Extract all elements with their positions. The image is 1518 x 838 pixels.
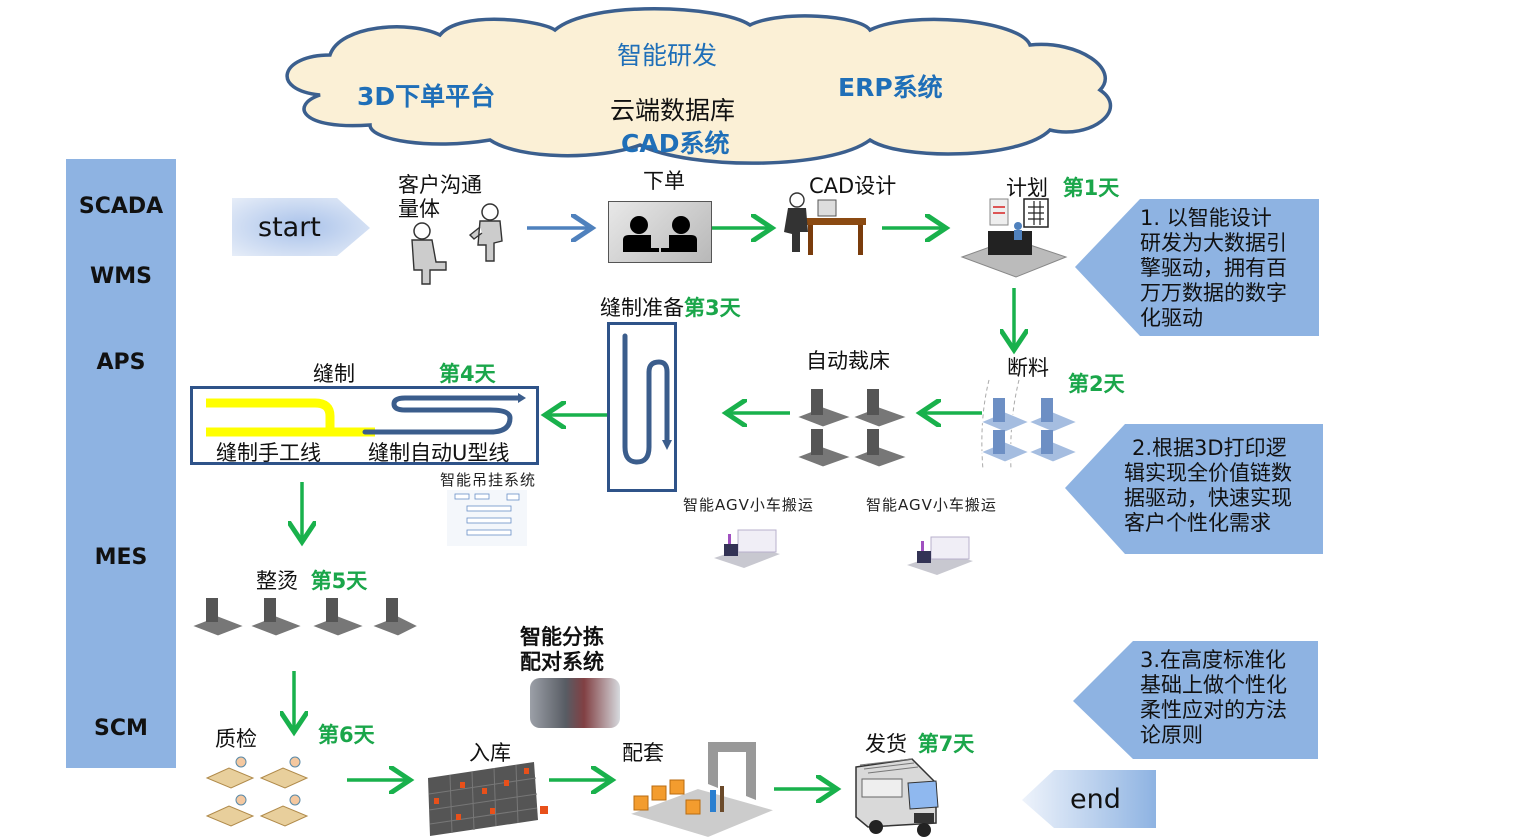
note-2-shape [1065,424,1323,554]
shipping-name: 发货 [865,732,907,756]
cutting-label: 断料 [1007,356,1049,380]
end-arrow-shape [1022,770,1156,828]
note-2: 2.根据3D打印逻 辑实现全价值链数 据驱动，快速实现 客户个性化需求 [1124,436,1292,536]
note-2-line: 辑实现全价值链数 [1124,461,1292,485]
note-3-shape [1073,641,1318,759]
plan-day-badge: 第1天 [1062,176,1120,200]
sew-prep-day-badge: 第3天 [684,296,741,320]
qc-inspectors-icon [205,756,309,827]
ironing-day-badge: 第5天 [310,569,368,593]
sew-prep-box [607,322,677,492]
agv-label-1: 智能AGV小车搬运 [683,496,814,514]
hanging-system-diagram-icon [447,490,527,546]
sorting-system-photo [530,678,620,728]
ironing-label: 整烫 第5天 [256,565,367,595]
system-scm: SCM [94,716,148,741]
note-1: 1. 以智能设计 研发为大数据引 擎驱动，拥有百 万万数据的数字 化驱动 [1140,206,1287,331]
planning-station-icon [960,198,1068,278]
plan-label: 计划 第1天 [1006,172,1119,202]
note-1-line: 1. 以智能设计 [1140,206,1272,230]
shipping-label: 发货 第7天 [865,728,974,758]
customer-person-icon [411,222,447,285]
note-1-line: 研发为大数据引 [1140,231,1287,255]
system-aps: APS [96,350,146,375]
note-3-line: 柔性应对的方法 [1140,698,1287,722]
note-3-line: 基础上做个性化 [1140,673,1287,697]
note-1-line: 万万数据的数字 [1140,281,1287,305]
note-2-line: 客户个性化需求 [1124,511,1271,535]
note-2-line: 2.根据3D打印逻 [1132,436,1287,460]
auto-cutting-machines-icon [795,389,909,468]
cloud-item-cad: CAD系统 [621,129,730,158]
system-wms: WMS [89,264,152,289]
customer-person2-icon [468,203,503,262]
sew-prep-label: 缝制准备第3天 [600,292,741,322]
warehouse-label: 入库 [469,741,511,765]
delivery-truck-icon [855,758,939,837]
manual-line-label: 缝制手工线 [216,441,321,465]
system-scada: SCADA [78,194,164,219]
sewing-label: 缝制 [313,362,355,386]
cad-designer-icon [784,192,866,255]
cloud-shape [285,7,1113,165]
kitting-area-icon [624,742,780,838]
hanging-system-label: 智能吊挂系统 [440,471,537,489]
end-label: end [1070,784,1121,815]
start-arrow-shape [232,198,370,256]
note-3-line: 论原则 [1140,723,1203,747]
shipping-day-badge: 第7天 [917,732,975,756]
cloud-item-cloud-db: 云端数据库 [610,96,736,125]
note-2-line: 据驱动，快速实现 [1124,486,1292,510]
order-label: 下单 [643,169,685,193]
system-mes: MES [94,545,148,570]
cutting-day-badge: 第2天 [1068,372,1125,396]
cloud-item-smart-rd: 智能研发 [617,41,718,70]
note-3-line: 3.在高度标准化 [1140,648,1287,672]
customer-label-line2: 量体 [398,197,440,221]
systems-bar [66,159,176,768]
customer-label: 客户沟通 量体 [398,173,482,221]
sorting-label-line1: 智能分拣 [520,625,604,649]
warehouse-rack-icon [428,762,548,836]
kitting-label: 配套 [622,741,664,765]
note-1-line: 擎驱动，拥有百 [1140,256,1287,280]
cloud-item-erp: ERP系统 [838,73,943,102]
agv-label-2: 智能AGV小车搬运 [866,496,997,514]
order-icon [608,201,712,263]
cloud-item-3d-order: 3D下单平台 [357,82,496,111]
note-3: 3.在高度标准化 基础上做个性化 柔性应对的方法 论原则 [1140,648,1287,748]
ironing-stations-icon [190,598,420,637]
auto-u-line-label: 缝制自动U型线 [368,441,510,465]
sew-prep-name: 缝制准备 [600,296,684,320]
cad-label: CAD设计 [809,174,897,198]
qc-day-badge: 第6天 [318,723,375,747]
ironing-name: 整烫 [256,569,298,593]
note-1-shape [1075,199,1319,336]
sorting-label-line2: 配对系统 [520,650,604,674]
plan-name: 计划 [1006,176,1048,200]
agv-cart-1-icon [714,529,780,568]
customer-label-line1: 客户沟通 [398,173,482,197]
sorting-label: 智能分拣 配对系统 [520,625,604,675]
cutting-machines-icon [979,379,1079,471]
start-label: start [258,212,321,243]
sewing-box: 缝制手工线 缝制自动U型线 [190,386,539,465]
agv-cart-2-icon [907,536,973,575]
auto-cut-label: 自动裁床 [806,349,890,373]
qc-label: 质检 [215,727,257,751]
sewing-day-badge: 第4天 [439,362,496,386]
note-1-line: 化驱动 [1140,306,1203,330]
